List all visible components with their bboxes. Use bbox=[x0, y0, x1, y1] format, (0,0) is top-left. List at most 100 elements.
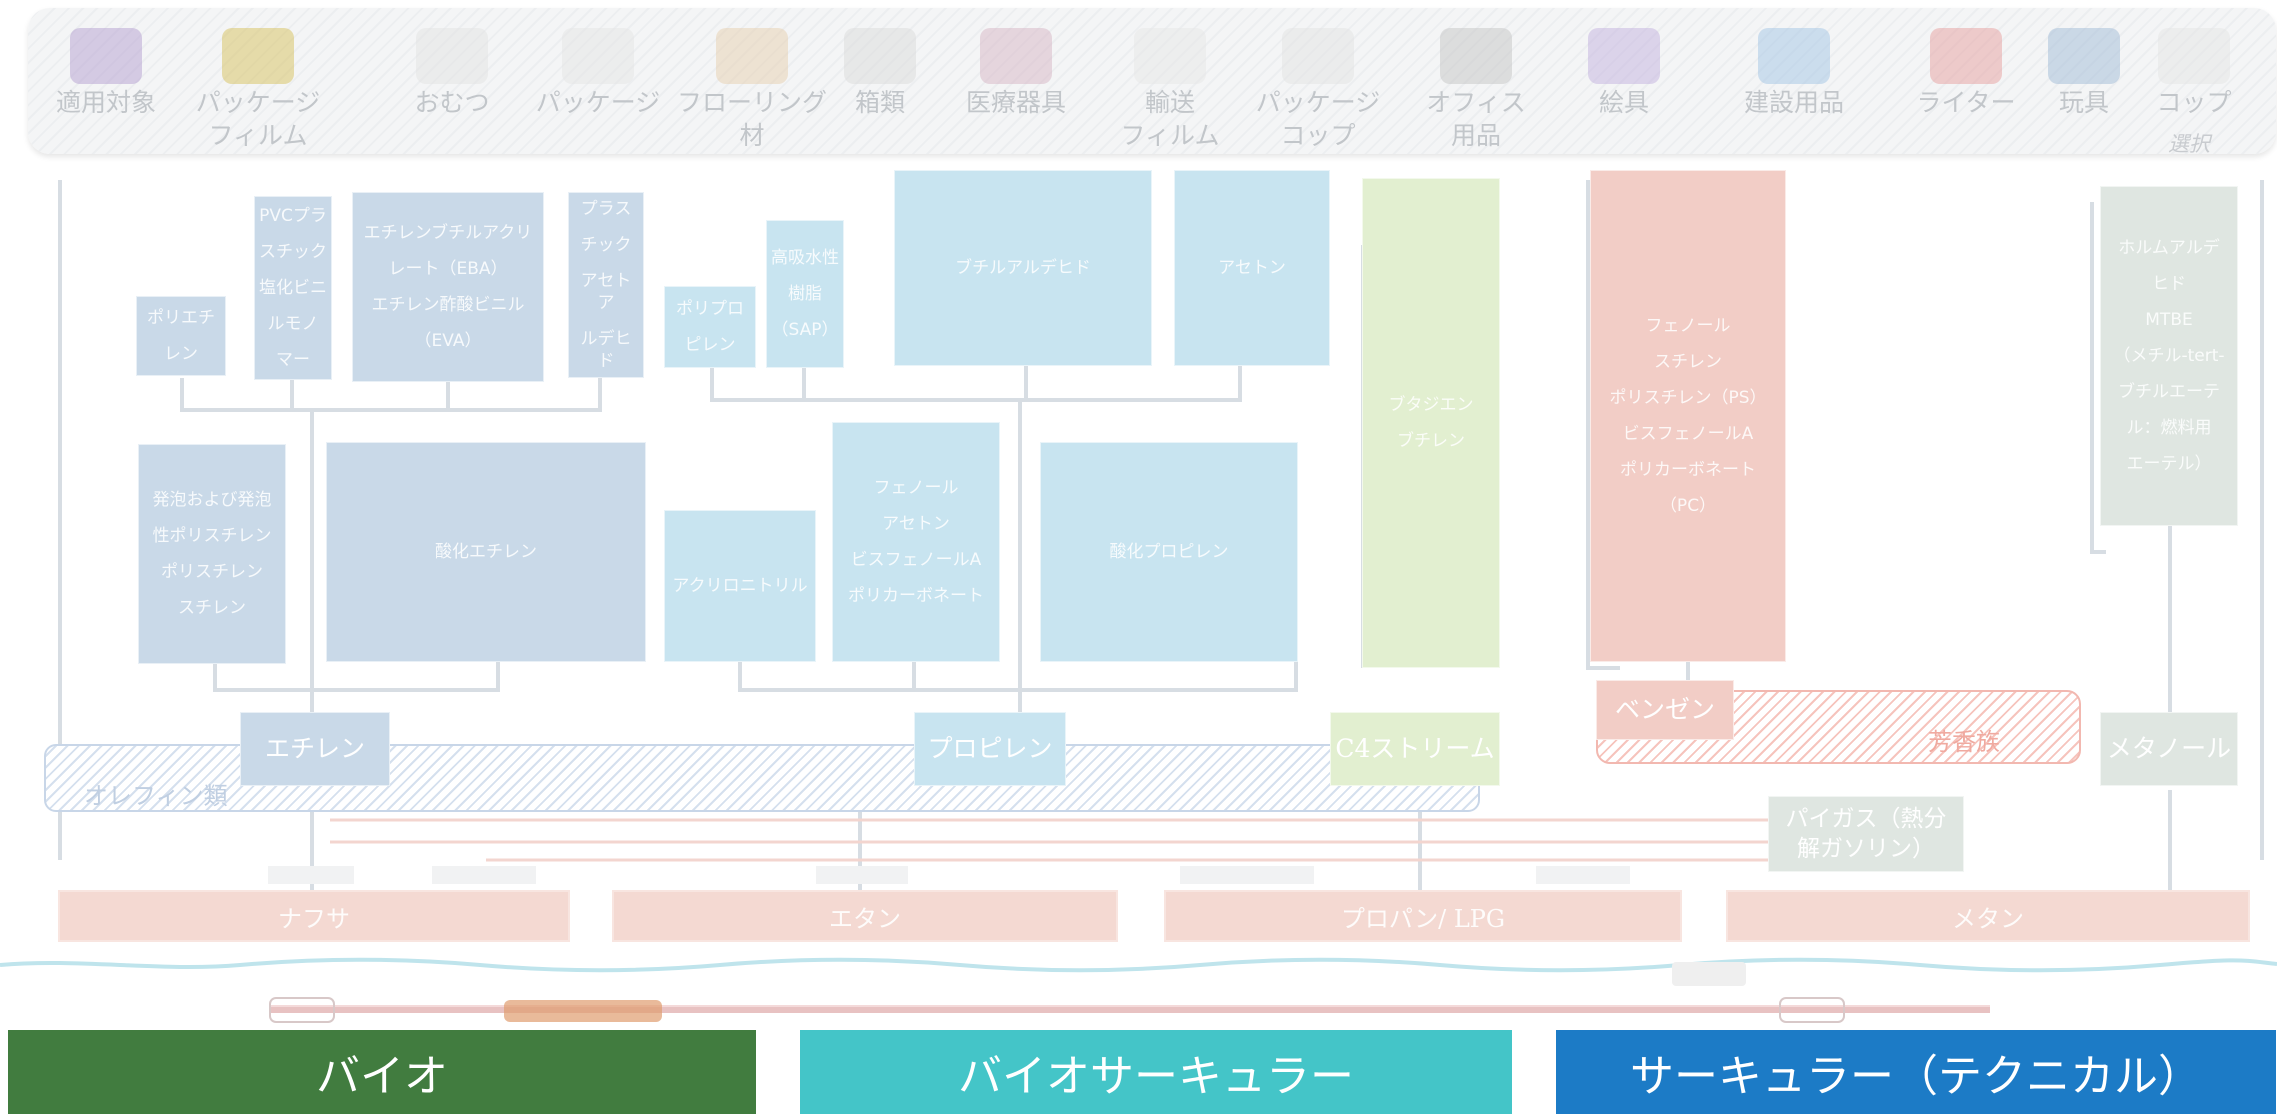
box-text-line: ポリプロ bbox=[676, 299, 744, 319]
application-item[interactable]: フローリング材 bbox=[676, 88, 827, 150]
product-acetone[interactable]: アセトン bbox=[1174, 170, 1330, 366]
box-text-line: ブタジエン bbox=[1388, 395, 1474, 415]
aromatics-group-label: 芳香族 bbox=[1928, 728, 2000, 756]
feedstock-box[interactable]: メタン bbox=[1726, 890, 2250, 942]
application-item[interactable]: 箱類 bbox=[854, 88, 905, 117]
application-icon bbox=[1440, 28, 1512, 84]
box-text-line: ホルムアルデ bbox=[2118, 238, 2220, 258]
application-item[interactable]: オフィス 用品 bbox=[1426, 88, 1526, 150]
application-icon bbox=[1758, 28, 1830, 84]
box-text-line: ビスフェノールA bbox=[1622, 424, 1754, 444]
box-text-line: ルモノ bbox=[267, 314, 319, 334]
product-plastic-acetaldehyde[interactable]: プラスチックアセトアルデヒド bbox=[568, 192, 644, 378]
box-text-line: （PC） bbox=[1659, 496, 1717, 516]
box-text-line: ビスフェノールA bbox=[850, 550, 982, 570]
application-icon bbox=[844, 28, 916, 84]
hub-ethylene[interactable]: エチレン bbox=[240, 712, 390, 786]
box-text-line: フェノール bbox=[873, 478, 959, 498]
product-polystyrene-styrene[interactable]: 発泡および発泡性ポリスチレンポリスチレンスチレン bbox=[138, 444, 286, 664]
box-text-line: （SAP） bbox=[771, 320, 839, 340]
product-ethylene-oxide[interactable]: 酸化エチレン bbox=[326, 442, 646, 662]
box-text-line: マー bbox=[276, 350, 310, 370]
product-phenol-chain[interactable]: フェノールアセトンビスフェノールA ポリカーボネート bbox=[832, 422, 1000, 662]
box-text-line: ルデヒド bbox=[580, 329, 632, 371]
box-text-line: ポリカーボネート bbox=[1620, 460, 1756, 480]
product-polyethylene[interactable]: ポリエチレン bbox=[136, 296, 226, 376]
box-text-line: 発泡および発泡 bbox=[152, 490, 272, 510]
box-text-line: （EVA） bbox=[414, 331, 482, 351]
box-text-line: ブチルアルデヒド bbox=[955, 258, 1091, 278]
box-text-line: ヒド bbox=[2152, 274, 2186, 294]
application-icon bbox=[562, 28, 634, 84]
hub-benzene[interactable]: ベンゼン bbox=[1596, 680, 1734, 740]
feedstock-box[interactable]: ナフサ bbox=[58, 890, 570, 942]
box-text-line: ブチレン bbox=[1397, 431, 1465, 451]
box-text-line: 酸化エチレン bbox=[435, 542, 537, 562]
product-eba-eva[interactable]: エチレンブチルアクリレート（EBA）エチレン酢酸ビニル（EVA） bbox=[352, 192, 544, 382]
application-item[interactable]: コップ bbox=[2156, 88, 2232, 117]
application-item[interactable]: 適用対象 bbox=[55, 88, 156, 117]
product-c4-butadiene-butylene[interactable]: ブタジエンブチレン bbox=[1362, 178, 1500, 668]
category-band[interactable]: バイオサーキュラー bbox=[800, 1030, 1512, 1114]
box-text-line: スチレン bbox=[178, 598, 246, 618]
application-item[interactable]: 絵具 bbox=[1598, 88, 1649, 117]
hub-methanol[interactable]: メタノール bbox=[2100, 712, 2238, 786]
product-pvc[interactable]: PVCプラスチック塩化ビニルモノマー bbox=[254, 196, 332, 380]
application-icon bbox=[222, 28, 294, 84]
box-text-line: 塩化ビニ bbox=[259, 278, 327, 298]
application-icon bbox=[1282, 28, 1354, 84]
application-item[interactable]: 建設用品 bbox=[1743, 88, 1844, 117]
box-text-line: アクリロニトリル bbox=[672, 576, 808, 596]
category-band[interactable]: サーキュラー（テクニカル） bbox=[1556, 1030, 2276, 1114]
box-text-line: ポリカーボネート bbox=[848, 586, 984, 606]
application-icon bbox=[716, 28, 788, 84]
box-text-line: エチレン酢酸ビニル bbox=[371, 295, 525, 315]
application-item[interactable]: パッケージ フィルム bbox=[195, 88, 321, 150]
feedstock-box[interactable]: エタン bbox=[612, 890, 1118, 942]
box-text-line: スチック bbox=[259, 242, 327, 262]
box-text-line: ピレン bbox=[684, 335, 736, 355]
hub-c4-stream[interactable]: C4ストリーム bbox=[1330, 712, 1500, 786]
product-polypropylene[interactable]: ポリプロピレン bbox=[664, 286, 756, 368]
application-item[interactable]: 輸送 フィルム bbox=[1120, 88, 1220, 150]
product-sap[interactable]: 高吸水性樹脂（SAP） bbox=[766, 220, 844, 368]
application-item[interactable]: パッケージ bbox=[535, 88, 661, 117]
pygas-box[interactable]: パイガス（熱分 解ガソリン） bbox=[1768, 796, 1964, 872]
application-icon bbox=[70, 28, 142, 84]
box-text-line: MTBE bbox=[2145, 310, 2193, 330]
product-propylene-oxide[interactable]: 酸化プロピレン bbox=[1040, 442, 1298, 662]
application-icon bbox=[1930, 28, 2002, 84]
selection-note: 選択 bbox=[2168, 132, 2210, 156]
feedstock-box[interactable]: プロパン/ LPG bbox=[1164, 890, 1682, 942]
application-item[interactable]: 医療器具 bbox=[965, 88, 1066, 117]
hub-propylene[interactable]: プロピレン bbox=[914, 712, 1066, 786]
box-text-line: 酸化プロピレン bbox=[1109, 542, 1229, 562]
box-text-line: チック bbox=[580, 235, 632, 255]
application-icon bbox=[2048, 28, 2120, 84]
box-text-line: ポリエチ bbox=[147, 308, 215, 328]
product-acrylonitrile[interactable]: アクリロニトリル bbox=[664, 510, 816, 662]
olefin-group-label: オレフィン類 bbox=[84, 782, 228, 810]
box-text-line: ブチルエーテ bbox=[2118, 382, 2220, 402]
box-text-line: スチレン bbox=[1654, 352, 1722, 372]
product-butyraldehyde[interactable]: ブチルアルデヒド bbox=[894, 170, 1152, 366]
box-text-line: レン bbox=[164, 344, 198, 364]
application-icon bbox=[416, 28, 488, 84]
box-text-line: ル：燃料用 bbox=[2126, 418, 2212, 438]
application-icon bbox=[980, 28, 1052, 84]
box-text-line: ポリスチレン（PS） bbox=[1609, 388, 1767, 408]
application-item[interactable]: 玩具 bbox=[2058, 88, 2109, 117]
box-text-line: 樹脂 bbox=[788, 284, 822, 304]
box-text-line: ポリスチレン bbox=[161, 562, 263, 582]
category-band[interactable]: バイオ bbox=[8, 1030, 756, 1114]
application-item[interactable]: ライター bbox=[1916, 88, 2016, 117]
application-item[interactable]: おむつ bbox=[414, 88, 490, 117]
application-item[interactable]: パッケージ コップ bbox=[1255, 88, 1381, 150]
application-icon bbox=[1134, 28, 1206, 84]
application-icon bbox=[2158, 28, 2230, 84]
box-text-line: エチレンブチルアクリ bbox=[363, 223, 533, 243]
box-text-line: アセトン bbox=[882, 514, 950, 534]
box-text-line: エーテル） bbox=[2126, 454, 2212, 474]
